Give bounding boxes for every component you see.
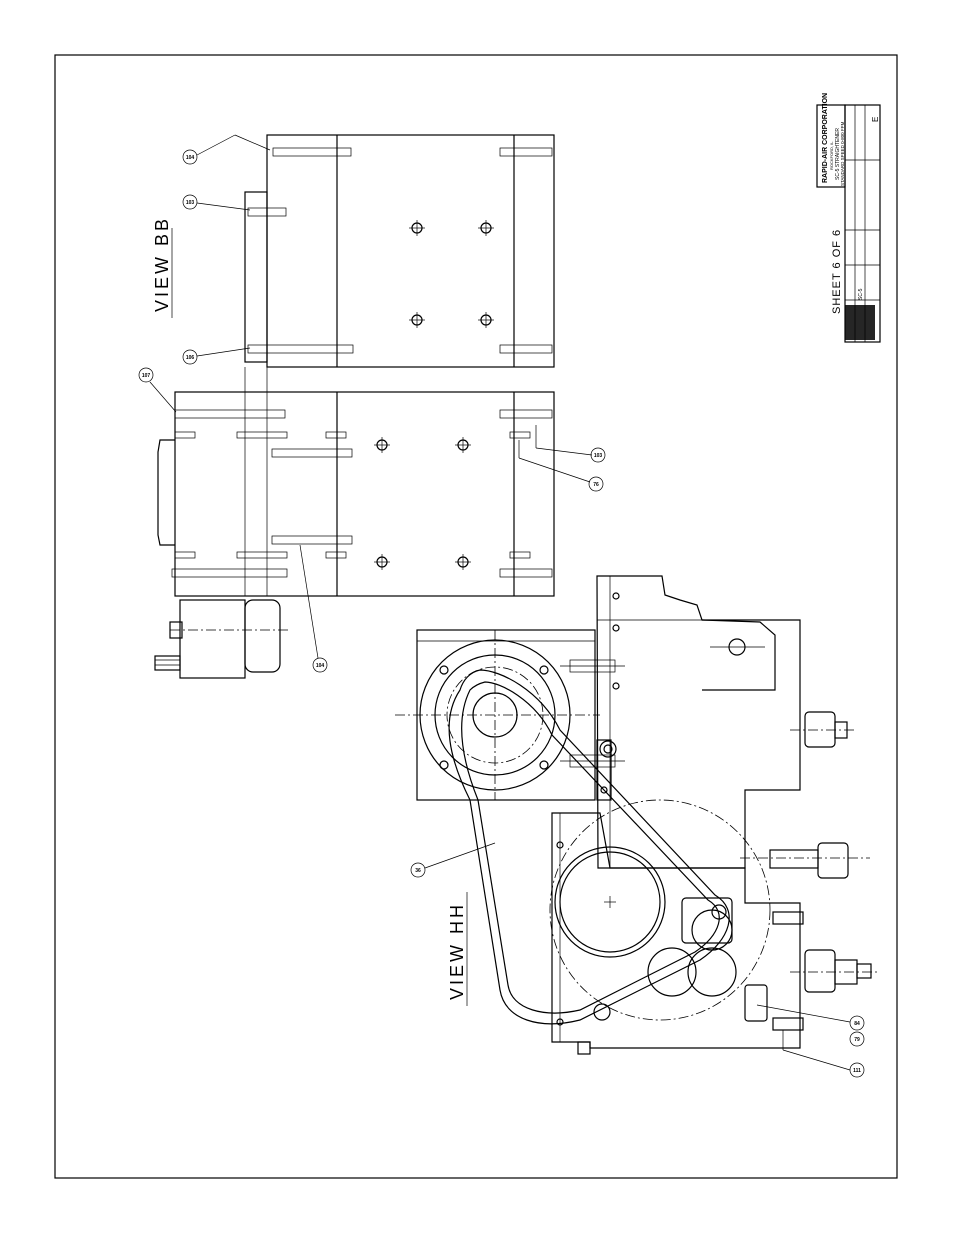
callout-36: 36 [411,843,495,877]
drawing-subtitle: STANDARD SPEED 0-800 FPM [840,121,845,186]
callout-103-right: 103 [536,425,605,462]
company-address: ROCKFORD, IL [829,141,834,170]
svg-text:103: 103 [186,200,195,206]
drawing-number: SC-5 [858,288,864,300]
revision-letter: E [871,117,880,122]
svg-text:106: 106 [186,355,195,361]
callout-104-top: 104 [183,135,270,164]
svg-text:36: 36 [415,868,421,874]
svg-text:111: 111 [853,1068,861,1074]
svg-text:103: 103 [594,453,603,459]
sheet-border [55,55,897,1178]
callout-104-bottom: 104 [300,545,327,672]
svg-text:107: 107 [142,373,151,379]
adjustment-knobs [740,712,880,1030]
callout-103-top: 103 [183,195,250,210]
svg-text:104: 104 [186,155,195,161]
callout-111: 111 [783,1030,864,1077]
mounting-holes [374,220,494,570]
sheet-label: SHEET 6 OF 6 [831,229,843,314]
svg-text:79: 79 [854,1037,860,1043]
callout-106: 106 [183,348,250,364]
svg-text:104: 104 [316,663,325,669]
logo-stamp [845,305,875,340]
view-bb-title: VIEW BB [152,216,172,312]
callout-107: 107 [139,368,176,412]
callout-79: 79 [850,1032,864,1046]
svg-text:84: 84 [854,1021,860,1027]
svg-text:76: 76 [593,482,599,488]
callout-76: 76 [519,440,603,491]
view-bb: VIEW BB [139,135,605,678]
company-name: RAPID-AIR CORPORATION [822,93,829,183]
view-hh-title: VIEW HH [447,902,467,1000]
title-block: SHEET 6 OF 6 RAPID-AIR CORPORATION ROCKF… [817,93,880,342]
view-hh: VIEW HH [395,576,880,1077]
